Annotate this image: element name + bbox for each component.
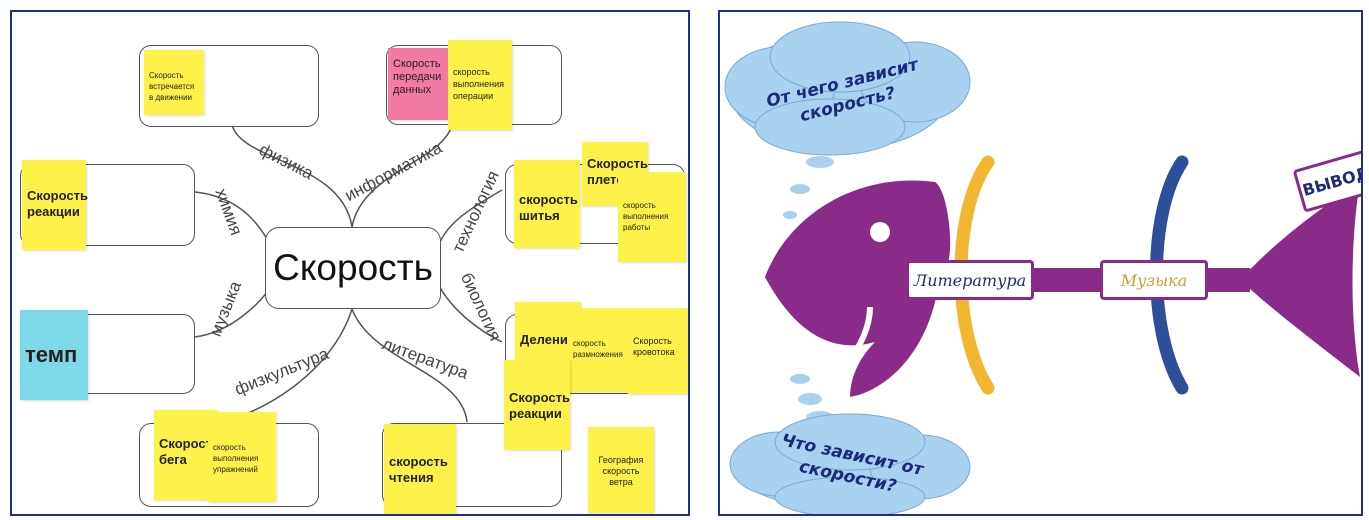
cloud-bottom-shape [729, 413, 971, 514]
sticky-geography: География скорость ветра [588, 427, 654, 513]
cloud-top-shape [724, 21, 971, 156]
sticky-tempo: темп [20, 310, 88, 400]
fishbone-panel: От чего зависит скорость? Что зависит от… [718, 10, 1363, 516]
fishbone-diagram [724, 21, 1360, 514]
sticky-exercise: скорость выполнения упражнений [208, 412, 276, 502]
sticky-reading: скорость чтения [384, 424, 456, 514]
sticky-work-speed: скорость выполнения работы [618, 172, 686, 262]
fish-head [765, 180, 951, 397]
sticky-blood-flow: Скорость кровотока [628, 308, 688, 394]
sticky-data-transfer: Скорость передачи данных [388, 48, 448, 120]
bone-label-literature: Литература [906, 260, 1034, 300]
bone-label-music: Музыка [1100, 260, 1208, 300]
mind-map-panel: Скорость физика информатика химия технол… [10, 10, 690, 516]
sticky-physics-note: Скорость встречается в движении [144, 50, 204, 115]
sticky-operation-speed: скорость выполнения операции [448, 40, 512, 130]
center-topic: Скорость [265, 227, 441, 309]
sticky-sewing: скорость шитья [514, 160, 580, 248]
sticky-running: Скорость бега [154, 410, 218, 500]
sticky-reproduction: скорость размножения [568, 308, 636, 392]
sticky-reaction-bio: Скорость реакции [504, 360, 570, 450]
sticky-reaction-chem: Скорость реакции [22, 160, 88, 250]
fish-tail [1240, 182, 1360, 377]
